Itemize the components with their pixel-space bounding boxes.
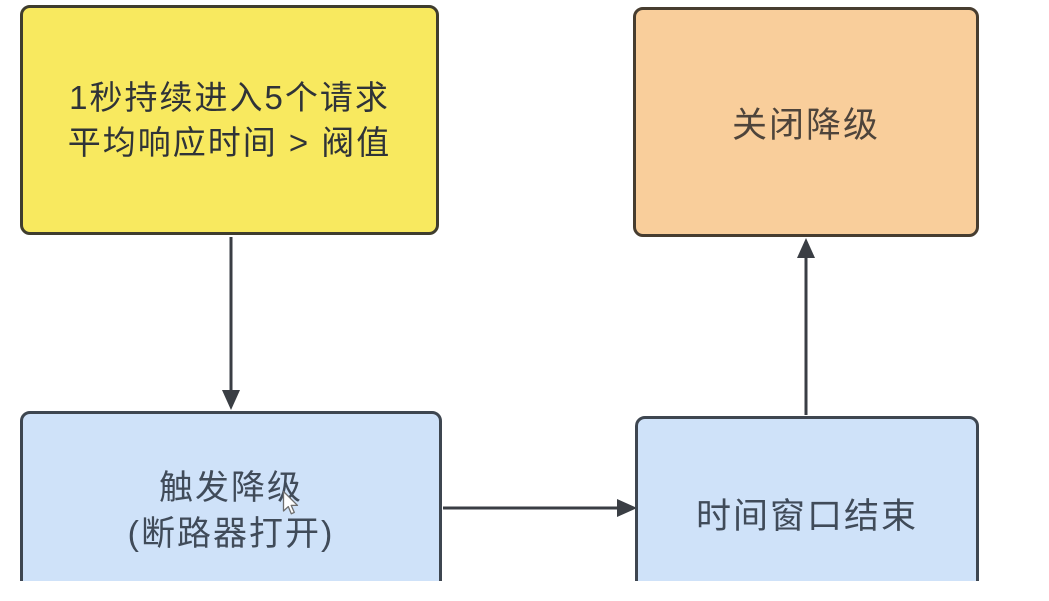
node-label-line: 关闭降级 (731, 105, 880, 145)
edge-trigger-to-window (443, 499, 637, 517)
flow-node-entry-condition: 1秒持续进入5个请求 平均响应时间 > 阀值 (20, 5, 439, 235)
node-label-line: 平均响应时间 > 阀值 (67, 124, 392, 161)
arrowhead-up-icon (797, 238, 815, 258)
flow-node-trigger-downgrade: 触发降级 (断路器打开) (20, 411, 442, 581)
flow-node-time-window-end: 时间窗口结束 (635, 416, 979, 581)
flow-node-time-window-end-clip: 时间窗口结束 (633, 413, 983, 581)
arrowhead-down-icon (222, 390, 240, 410)
node-label-line: 触发降级 (159, 469, 303, 507)
edge-condition-to-trigger (222, 237, 240, 410)
node-label-line: 时间窗口结束 (695, 497, 918, 536)
flow-node-trigger-downgrade-clip: 触发降级 (断路器打开) (18, 409, 446, 581)
mouse-cursor-icon (282, 490, 299, 515)
flow-node-close-downgrade: 关闭降级 (633, 7, 979, 237)
edge-window-to-close (797, 238, 815, 415)
node-label-line: 1秒持续进入5个请求 (69, 79, 390, 116)
node-label-line: (断路器打开) (127, 515, 335, 553)
